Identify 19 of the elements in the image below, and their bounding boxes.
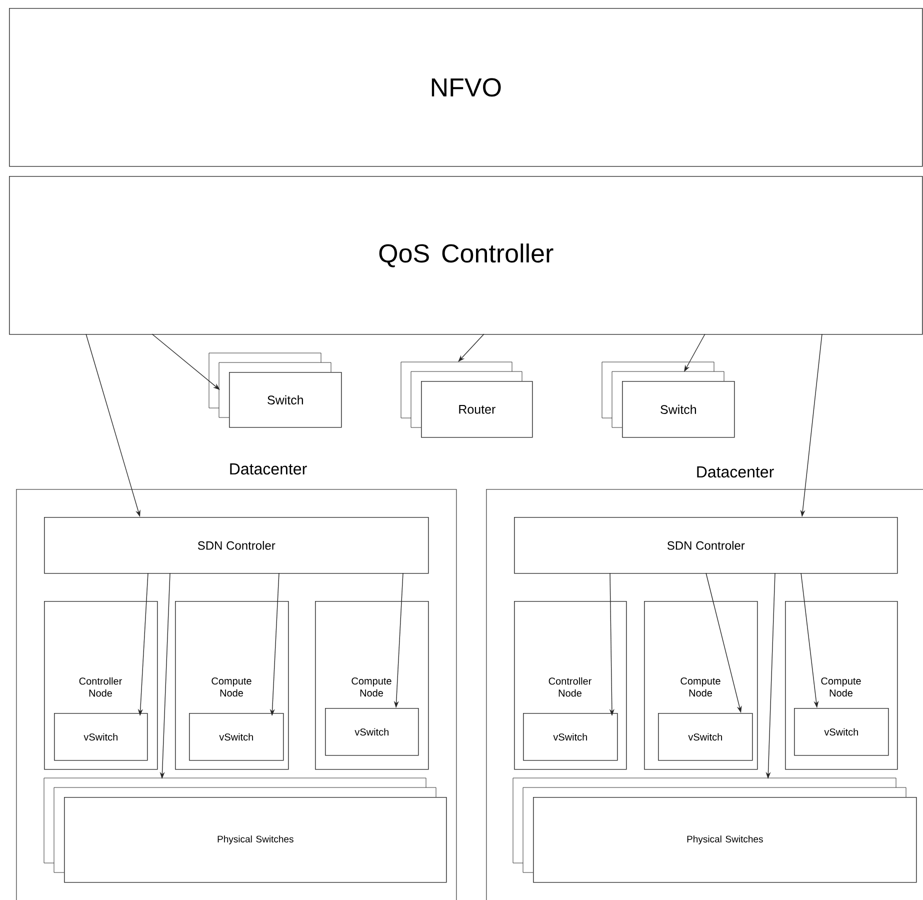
controller-box: QoS Controller xyxy=(9,176,923,335)
device-stack: Router xyxy=(400,362,533,438)
arrow xyxy=(152,334,220,390)
device-stack: Switch xyxy=(602,362,735,438)
vswitch-box: vSwitch xyxy=(325,708,419,756)
vswitch-box: vSwitch xyxy=(523,713,618,761)
node-label: Datacenter xyxy=(230,463,307,475)
vswitch-box: vSwitch xyxy=(189,713,284,761)
controller-box: SDN Controler xyxy=(514,517,898,574)
vswitch-box: vSwitch xyxy=(658,713,753,761)
switch-stack: Physical Switches xyxy=(44,778,447,883)
title-box: NFVO xyxy=(9,8,923,167)
arrow xyxy=(458,334,484,362)
vswitch-box: vSwitch xyxy=(794,708,889,756)
switch-stack: Physical Switches xyxy=(512,778,917,883)
controller-box: SDN Controler xyxy=(44,517,429,574)
node-label: Datacenter xyxy=(697,466,774,478)
device-stack: Switch xyxy=(208,352,342,428)
vswitch-box: vSwitch xyxy=(54,713,148,761)
